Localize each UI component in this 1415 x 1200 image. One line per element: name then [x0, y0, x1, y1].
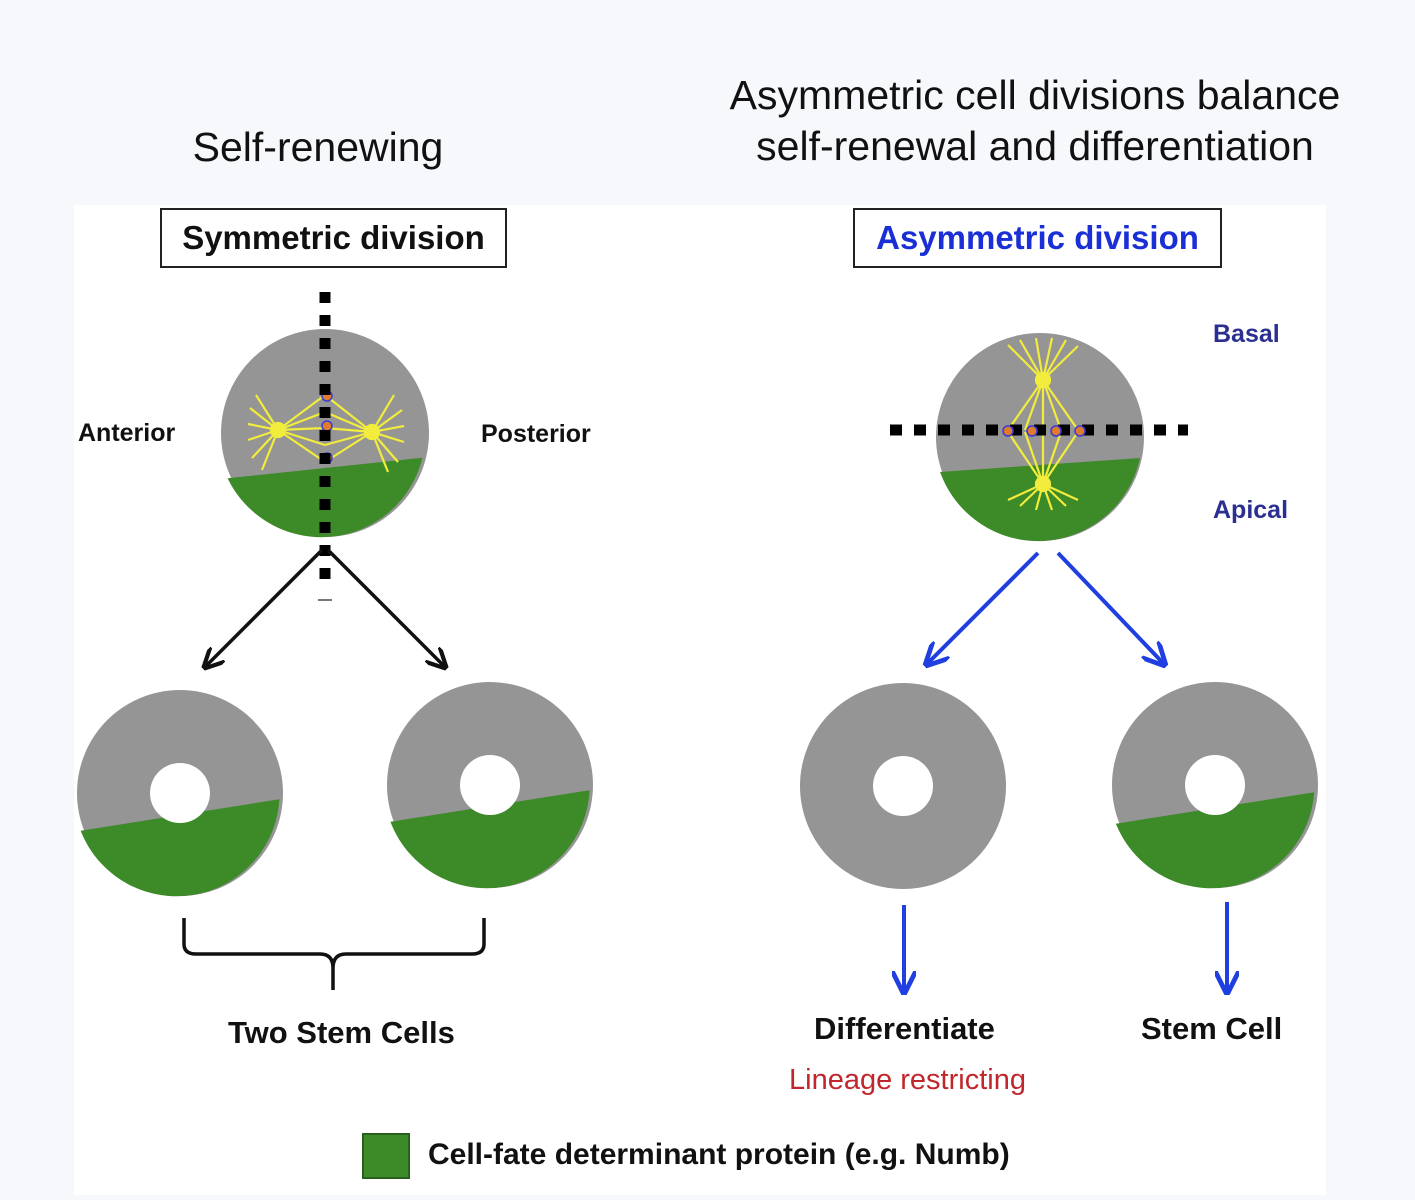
basal-label: Basal [1213, 320, 1280, 348]
asymmetric-arrow-right [1056, 551, 1163, 663]
symmetric-arrow-right [326, 548, 444, 666]
symmetric-arrow-left [206, 548, 324, 666]
anterior-label: Anterior [78, 419, 176, 447]
stem-cell-label: Stem Cell [1141, 1011, 1283, 1046]
symmetric-daughter-cell-right [371, 682, 605, 904]
heading-self-renewing: Self-renewing [192, 124, 444, 170]
differentiating-daughter-cell [800, 683, 1006, 889]
asymmetric-parent-cell [927, 333, 1150, 549]
lineage-restricting-label: Lineage restricting [789, 1064, 1026, 1096]
heading-asymmetric-line2: self-renewal and differentiation [756, 123, 1314, 169]
posterior-label: Posterior [481, 420, 591, 448]
symmetric-daughter-cell-left [61, 690, 295, 912]
apical-label: Apical [1213, 496, 1289, 524]
heading-asymmetric-line1: Asymmetric cell divisions balance [729, 72, 1341, 118]
symmetric-spindle [247, 394, 405, 473]
differentiate-label: Differentiate [814, 1011, 995, 1046]
stem-daughter-cell [1096, 682, 1330, 904]
symmetric-division-label: Symmetric division [160, 208, 507, 268]
asymmetric-chromosomes [1002, 425, 1086, 437]
determinant-legend-label: Cell-fate determinant protein (e.g. Numb… [428, 1138, 1010, 1171]
two-stem-cells-brace [182, 918, 486, 990]
asymmetric-spindle [1007, 337, 1079, 511]
asymmetric-arrow-left [928, 551, 1040, 663]
determinant-legend-swatch [362, 1133, 410, 1179]
asymmetric-division-label: Asymmetric division [853, 208, 1222, 268]
two-stem-cells-label: Two Stem Cells [228, 1015, 455, 1050]
